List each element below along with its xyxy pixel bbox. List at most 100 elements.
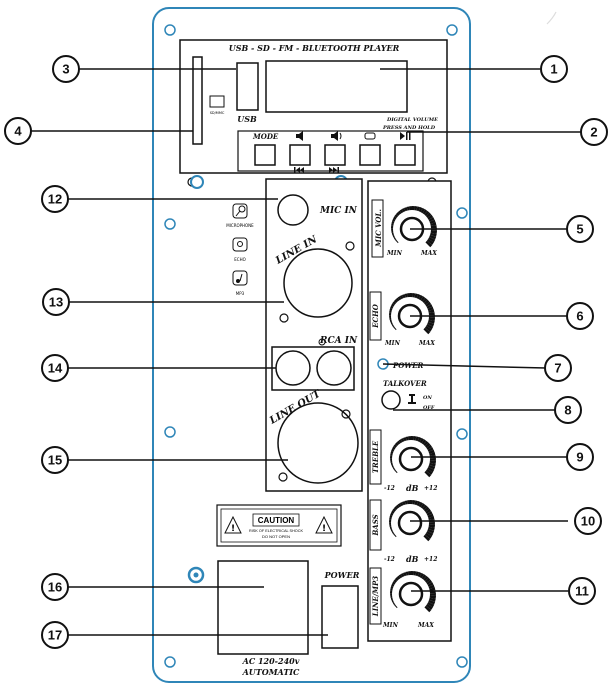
callout-number: 9 [576, 450, 583, 465]
knob-scale-segment [429, 452, 436, 457]
music-note-icon [232, 270, 248, 286]
knob-scale-segment [401, 207, 406, 213]
knob-scale-segment [425, 301, 432, 307]
sd-label: SD/MMC [210, 111, 225, 115]
knob-scale-segment [413, 571, 417, 576]
callout-circle [52, 55, 80, 83]
knob-scale-segment [391, 223, 394, 227]
knob-scale-segment [395, 297, 400, 302]
line-in-jack[interactable] [283, 248, 353, 318]
knob-scale-segment [429, 460, 437, 464]
knob-scale-segment [418, 206, 423, 213]
mic-vol-tag [371, 199, 384, 258]
knob-scale-segment [427, 214, 434, 220]
play-pause-button[interactable] [394, 144, 416, 166]
digital-volume-note: DIGITAL VOLUME [386, 117, 438, 123]
bass-knob[interactable] [397, 510, 423, 536]
repeat-button[interactable] [359, 144, 381, 166]
usb-label: USB [237, 114, 257, 124]
knob-scale-segment [397, 503, 402, 508]
knob-scale-segment [412, 293, 416, 298]
line-out-jack[interactable] [277, 402, 359, 484]
knob-scale-segment [399, 294, 404, 300]
power-switch[interactable] [321, 585, 359, 649]
skip-forward-icon [329, 167, 339, 173]
talkover-button[interactable] [381, 390, 401, 410]
knob-scale-segment [393, 603, 397, 607]
caution-line-1: RISK OF ELECTRICAL SHOCK [249, 529, 304, 533]
power-switch-label: POWER [324, 570, 360, 580]
knob-scale-segment [391, 228, 394, 231]
usb-port[interactable] [236, 62, 259, 111]
knob-scale-segment [390, 588, 393, 592]
knob-scale-segment [389, 319, 392, 323]
knob-scale-segment [389, 590, 393, 594]
mode-label: MODE [252, 132, 279, 141]
knob-scale-segment [389, 522, 392, 525]
knob-scale-segment [390, 450, 394, 454]
knob-scale-segment [392, 466, 395, 470]
knob-scale-segment [415, 571, 420, 577]
rca-left-jack[interactable] [275, 350, 311, 386]
knob-scale-segment [428, 309, 435, 314]
knob-scale-segment [403, 572, 407, 577]
treble-label: TREBLE [371, 440, 380, 473]
knob-scale-segment [427, 321, 435, 327]
knob-scale-segment [390, 225, 394, 229]
knob-scale-segment [395, 504, 400, 509]
callout-number: 3 [62, 62, 69, 77]
knob-scale-segment [394, 442, 399, 447]
callout-number: 15 [48, 453, 62, 468]
knob-scale-segment [426, 238, 434, 245]
sd-card-slot[interactable] [192, 56, 203, 145]
knob-scale-segment [426, 511, 433, 516]
switch-icon [408, 394, 416, 404]
callout-number: 16 [48, 580, 62, 595]
treble-knob[interactable] [398, 446, 424, 472]
callout-circle [540, 55, 568, 83]
svg-text:!: ! [231, 524, 235, 534]
knob-scale-segment [394, 238, 398, 242]
knob-scale-segment [394, 534, 397, 538]
rca-in-label: RCA IN [319, 336, 358, 346]
callout-number: 10 [581, 514, 595, 529]
callout-number: 2 [590, 125, 597, 140]
knob-scale-segment [405, 571, 409, 576]
knob-scale-segment [415, 436, 420, 442]
knob-scale-segment [428, 599, 436, 605]
knob-scale-segment [424, 605, 432, 613]
knob-scale-segment [419, 572, 425, 579]
knob-scale-segment [393, 506, 398, 511]
knob-scale-segment [425, 508, 432, 514]
blue-screw [190, 175, 204, 189]
knob-scale-segment [389, 307, 393, 311]
knob-scale-segment [428, 312, 435, 316]
knob-scale-segment [390, 460, 393, 464]
talkover-on: ON [423, 395, 432, 401]
power-led-label: POWER [392, 361, 424, 370]
screw-hole [164, 656, 176, 668]
knob-scale-segment [408, 436, 411, 441]
callout-line [382, 363, 547, 369]
volume-down-button[interactable] [289, 144, 311, 166]
knob-scale-segment [404, 500, 408, 505]
mode-button[interactable] [254, 144, 276, 166]
knob-scale-segment [390, 512, 394, 516]
knob-scale-segment [394, 327, 397, 331]
rca-right-jack[interactable] [316, 350, 352, 386]
echo-icon [232, 237, 248, 252]
knob-scale-segment [390, 597, 393, 601]
knob-scale-segment [391, 464, 394, 468]
knob-scale-segment [424, 442, 431, 448]
line-mp3-max: MAX [417, 622, 434, 629]
callout-circle [41, 446, 69, 474]
mic-in-jack[interactable] [277, 194, 309, 226]
screw-hole [164, 24, 176, 36]
automatic-label: AUTOMATIC [242, 667, 300, 677]
echo-tag [369, 291, 382, 341]
line-mp3-label: LINE/MP3 [371, 576, 380, 617]
line-mp3-knob[interactable] [398, 581, 424, 607]
knob-scale-segment [411, 571, 414, 576]
volume-up-button[interactable] [324, 144, 346, 166]
ac-inlet[interactable] [217, 560, 309, 655]
